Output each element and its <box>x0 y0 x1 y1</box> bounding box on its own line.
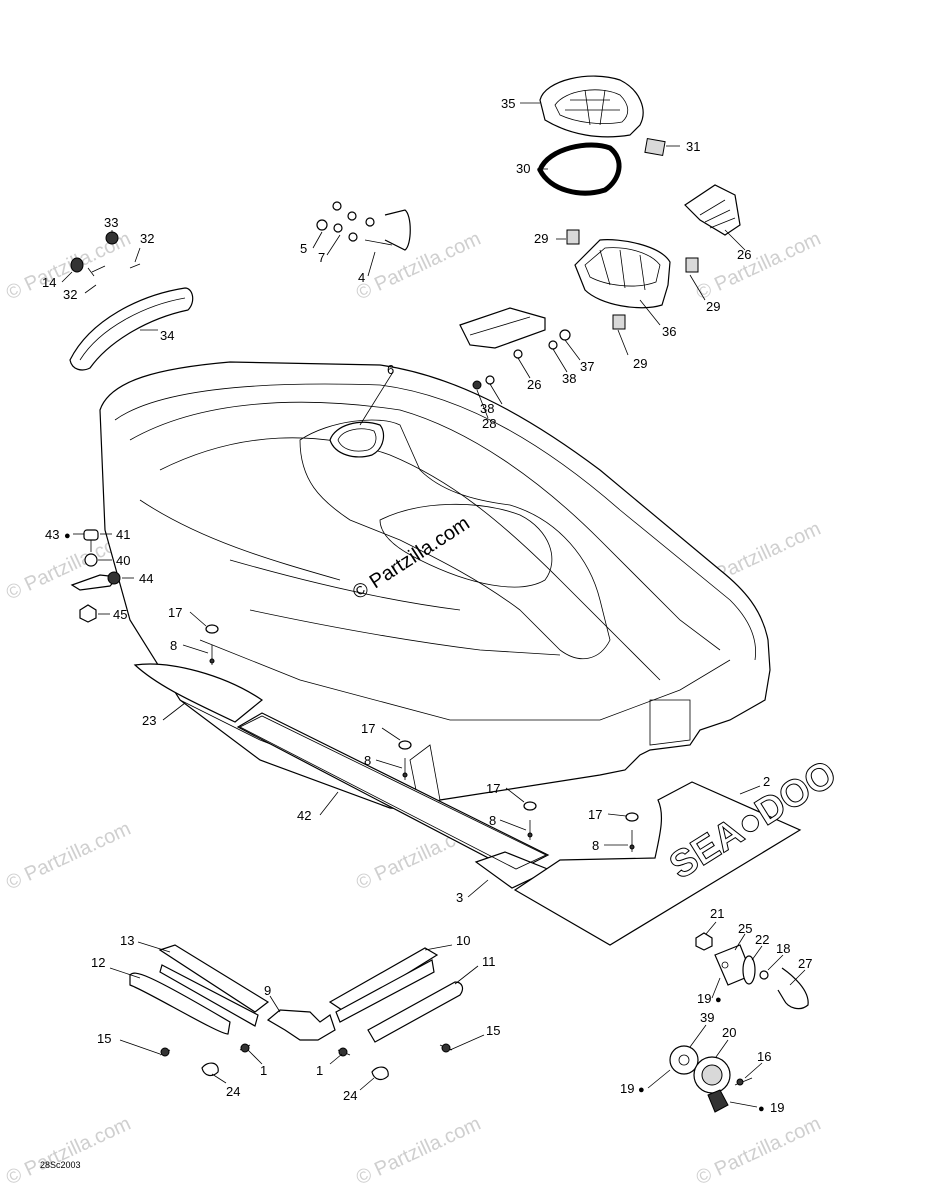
callout-26: 26 <box>737 247 751 262</box>
callout-44: 44 <box>139 571 153 586</box>
callout-8: 8 <box>170 638 177 653</box>
callout-17: 17 <box>168 605 182 620</box>
callout-15: 15 <box>97 1031 111 1046</box>
callout-24: 24 <box>343 1088 357 1103</box>
hull-deck-body <box>99 361 771 811</box>
callout-16: 16 <box>757 1049 771 1064</box>
callout-32: 32 <box>63 287 77 302</box>
tow-hook-assembly <box>316 201 411 251</box>
callout-10: 10 <box>456 933 470 948</box>
callout-35: 35 <box>501 96 515 111</box>
callout-17: 17 <box>588 807 602 822</box>
callout-2: 2 <box>763 774 770 789</box>
callout-23: 23 <box>142 713 156 728</box>
callout-41: 41 <box>116 527 130 542</box>
drain-plug-assembly <box>669 932 809 1113</box>
callout-40: 40 <box>116 553 130 568</box>
callout-8: 8 <box>364 753 371 768</box>
storage-bin-assembly <box>459 75 741 390</box>
callout-15: 15 <box>486 1023 500 1038</box>
callout-4: 4 <box>358 270 365 285</box>
callout-28: 28 <box>482 416 496 431</box>
drop-icon: ● <box>758 1103 765 1115</box>
callout-27: 27 <box>798 956 812 971</box>
callout-22: 22 <box>755 932 769 947</box>
callout-19: 19 <box>620 1081 634 1096</box>
callout-5: 5 <box>300 241 307 256</box>
callout-14: 14 <box>42 275 56 290</box>
callout-37: 37 <box>580 359 594 374</box>
watermark: © Partzilla.com <box>353 228 484 305</box>
callout-18: 18 <box>776 941 790 956</box>
rails-assembly <box>129 944 464 1081</box>
callout-29: 29 <box>706 299 720 314</box>
callout-11: 11 <box>482 954 496 969</box>
callout-36: 36 <box>662 324 676 339</box>
callout-29: 29 <box>534 231 548 246</box>
callout-19: 19 <box>697 991 711 1006</box>
callout-9: 9 <box>264 983 271 998</box>
plugs-and-rivets <box>205 624 639 852</box>
callout-25: 25 <box>738 921 752 936</box>
callout-8: 8 <box>489 813 496 828</box>
grab-handle-assembly <box>69 231 194 371</box>
callout-17: 17 <box>486 781 500 796</box>
callout-labels: 35 31 30 26 29 29 36 29 37 38 26 38 28 3… <box>42 96 812 1115</box>
diagram-code: 28Sc2003 <box>40 1160 81 1170</box>
callout-39: 39 <box>700 1010 714 1025</box>
watermark: © Partzilla.com <box>3 818 134 895</box>
callout-26: 26 <box>527 377 541 392</box>
callout-31: 31 <box>686 139 700 154</box>
callout-32: 32 <box>140 231 154 246</box>
callout-20: 20 <box>722 1025 736 1040</box>
callout-1: 1 <box>260 1063 267 1078</box>
side-bracket-assembly <box>70 529 121 623</box>
drop-icon: ● <box>715 994 722 1006</box>
callout-24: 24 <box>226 1084 240 1099</box>
callout-19: 19 <box>770 1100 784 1115</box>
drop-icon: ● <box>638 1084 645 1096</box>
watermark: © Partzilla.com <box>3 1113 134 1190</box>
leader-lines <box>61 102 806 1108</box>
callout-8: 8 <box>592 838 599 853</box>
callout-45: 45 <box>113 607 127 622</box>
callout-7: 7 <box>318 250 325 265</box>
callout-6: 6 <box>387 362 394 377</box>
callout-43: 43 <box>45 527 59 542</box>
callout-34: 34 <box>160 328 174 343</box>
callout-12: 12 <box>91 955 105 970</box>
callout-1: 1 <box>316 1063 323 1078</box>
callout-30: 30 <box>516 161 530 176</box>
callout-21: 21 <box>710 906 724 921</box>
callout-29: 29 <box>633 356 647 371</box>
drop-icon: ● <box>64 530 71 542</box>
watermark: © Partzilla.com <box>693 228 824 305</box>
watermark: © Partzilla.com <box>353 1113 484 1190</box>
callout-13: 13 <box>120 933 134 948</box>
callout-33: 33 <box>104 215 118 230</box>
callout-17: 17 <box>361 721 375 736</box>
callout-38: 38 <box>562 371 576 386</box>
callout-3: 3 <box>456 890 463 905</box>
callout-38: 38 <box>480 401 494 416</box>
callout-42: 42 <box>297 808 311 823</box>
watermark: © Partzilla.com <box>693 1113 824 1190</box>
